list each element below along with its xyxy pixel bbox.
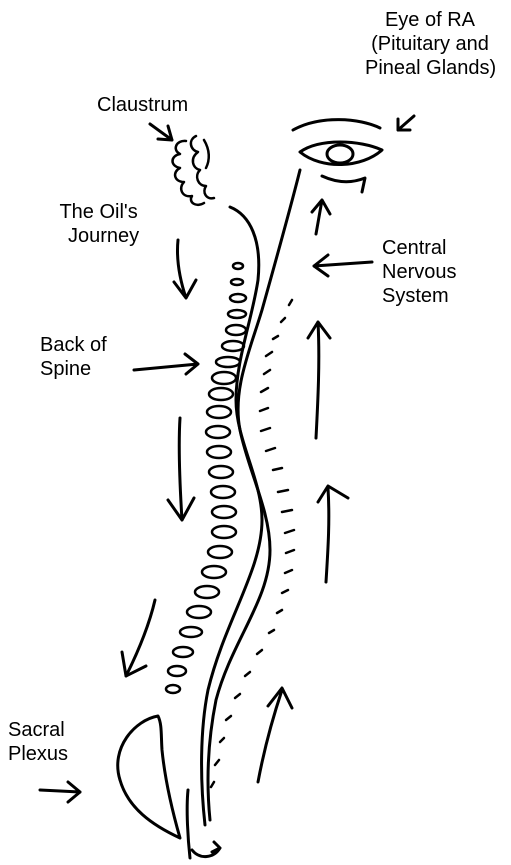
up-arrow-upper bbox=[308, 322, 330, 438]
up-arrow-middle bbox=[318, 486, 348, 582]
oils-journey-arrow bbox=[174, 240, 196, 298]
vertebra-13 bbox=[209, 466, 233, 478]
vertebra-19 bbox=[195, 586, 219, 598]
spinal-cord-outline bbox=[187, 170, 300, 858]
vertebra-22 bbox=[173, 647, 193, 657]
vertebra-24 bbox=[166, 685, 180, 693]
vertebra-3 bbox=[230, 294, 246, 302]
claustrum-icon bbox=[173, 136, 215, 205]
vertebra-14 bbox=[211, 486, 235, 498]
vertebrae-column bbox=[166, 263, 246, 693]
up-arrow-lower bbox=[258, 688, 292, 782]
vertebra-10 bbox=[207, 406, 231, 418]
vertebra-2 bbox=[231, 279, 243, 285]
vertebra-11 bbox=[206, 426, 230, 438]
vertebra-17 bbox=[208, 546, 232, 558]
vertebra-18 bbox=[202, 566, 226, 578]
down-arrow-upper bbox=[168, 418, 194, 520]
sacral-plexus-arrow bbox=[40, 782, 80, 802]
vertebra-5 bbox=[226, 325, 246, 335]
upward-flow-arrows bbox=[258, 200, 348, 782]
vertebra-12 bbox=[207, 446, 231, 458]
vertebra-21 bbox=[180, 627, 202, 637]
eye-of-ra-arrow bbox=[398, 116, 414, 130]
vertebra-8 bbox=[212, 372, 236, 384]
vertebra-7 bbox=[216, 357, 240, 367]
vertebra-4 bbox=[228, 310, 246, 318]
up-arrow-top bbox=[312, 200, 330, 234]
vertebra-15 bbox=[212, 506, 236, 518]
vertebra-6 bbox=[222, 341, 244, 351]
vertebra-9 bbox=[209, 388, 233, 400]
vertebra-20 bbox=[187, 606, 211, 618]
vertebra-16 bbox=[212, 526, 236, 538]
vertebra-23 bbox=[168, 666, 186, 676]
downward-flow-arrows bbox=[122, 418, 194, 676]
bottom-loop-arrow bbox=[192, 842, 220, 857]
vertebra-1 bbox=[233, 263, 243, 269]
sacral-plexus-loop bbox=[118, 716, 180, 838]
cns-arrow bbox=[314, 255, 372, 276]
eye-of-ra-icon bbox=[293, 120, 382, 192]
back-of-spine-arrow bbox=[134, 354, 198, 374]
label-arrows bbox=[40, 116, 414, 802]
down-arrow-lower bbox=[122, 600, 155, 676]
claustrum-arrow bbox=[150, 124, 172, 140]
